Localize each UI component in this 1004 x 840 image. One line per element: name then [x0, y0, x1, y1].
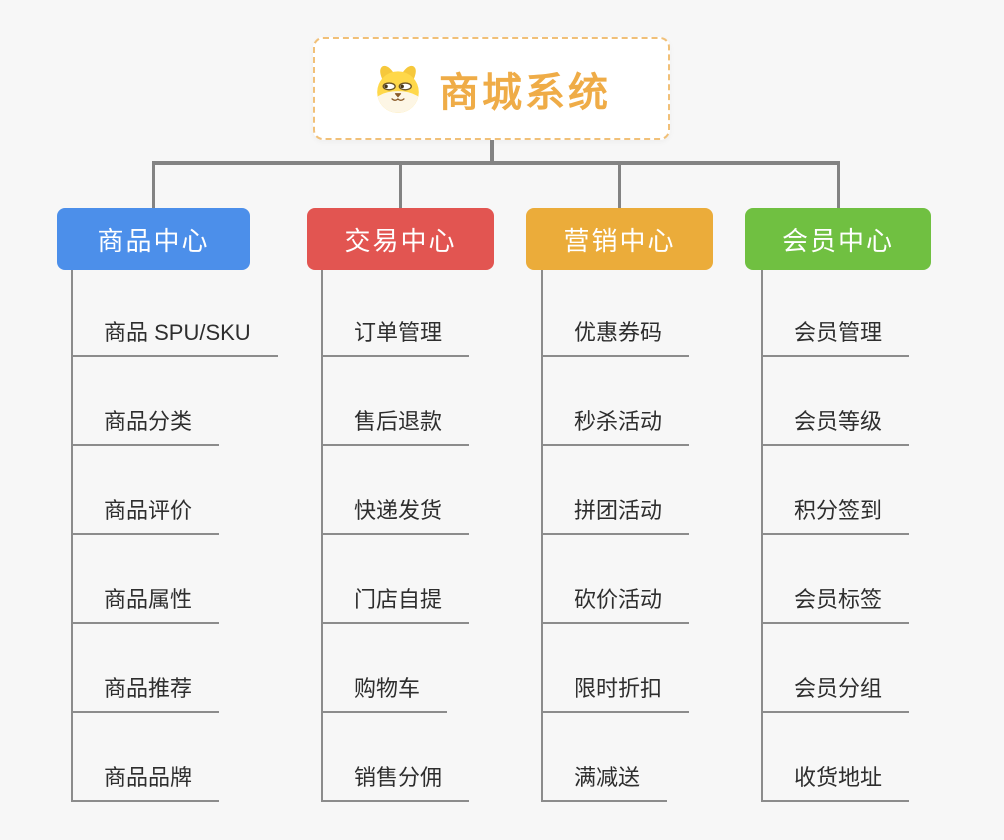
branch-label: 商品中心	[97, 225, 210, 256]
child-topic[interactable]: 满减送	[541, 765, 668, 802]
branch-label: 交易中心	[344, 225, 457, 256]
branch-vertical-line-1	[321, 270, 323, 802]
child-topic[interactable]: 销售分佣	[321, 765, 470, 802]
child-topic[interactable]: 积分签到	[761, 498, 910, 535]
child-topic[interactable]: 订单管理	[321, 320, 470, 357]
child-topic[interactable]: 商品 SPU/SKU	[71, 320, 278, 357]
child-topic[interactable]: 商品评价	[71, 498, 220, 535]
child-topic[interactable]: 商品分类	[71, 409, 220, 446]
child-topic[interactable]: 商品属性	[71, 587, 220, 624]
child-topic[interactable]: 会员管理	[761, 320, 910, 357]
branch-vertical-line-3	[761, 270, 763, 802]
branch-drop-line-0	[152, 161, 155, 208]
child-topic[interactable]: 砍价活动	[541, 587, 690, 624]
branch-drop-line-2	[618, 161, 621, 208]
bus-line	[152, 161, 840, 165]
child-topic[interactable]: 拼团活动	[541, 498, 690, 535]
child-topic[interactable]: 购物车	[321, 676, 448, 713]
branch-header-2[interactable]: 营销中心	[526, 208, 713, 270]
root-title: 商城系统	[439, 70, 611, 115]
child-topic[interactable]: 会员分组	[761, 676, 910, 713]
child-topic[interactable]: 会员标签	[761, 587, 910, 624]
branch-header-1[interactable]: 交易中心	[307, 208, 494, 270]
branch-label: 会员中心	[781, 225, 894, 256]
branch-header-0[interactable]: 商品中心	[57, 208, 250, 270]
root-drop-line	[489, 140, 494, 165]
shiba-dog-icon	[372, 63, 424, 115]
branch-drop-line-1	[399, 161, 402, 208]
child-topic[interactable]: 优惠券码	[541, 320, 690, 357]
child-topic[interactable]: 限时折扣	[541, 676, 690, 713]
branch-drop-line-3	[836, 161, 840, 208]
branch-vertical-line-0	[71, 270, 73, 802]
child-topic[interactable]: 商品推荐	[71, 676, 220, 713]
root-node[interactable]: 商城系统	[313, 37, 670, 140]
child-topic[interactable]: 商品品牌	[71, 765, 220, 802]
branch-header-3[interactable]: 会员中心	[745, 208, 931, 270]
child-topic[interactable]: 快递发货	[321, 498, 470, 535]
branch-label: 营销中心	[563, 225, 676, 256]
branch-vertical-line-2	[541, 270, 543, 802]
child-topic[interactable]: 收货地址	[761, 765, 910, 802]
child-topic[interactable]: 秒杀活动	[541, 409, 690, 446]
child-topic[interactable]: 售后退款	[321, 409, 470, 446]
child-topic[interactable]: 门店自提	[321, 587, 470, 624]
child-topic[interactable]: 会员等级	[761, 409, 910, 446]
